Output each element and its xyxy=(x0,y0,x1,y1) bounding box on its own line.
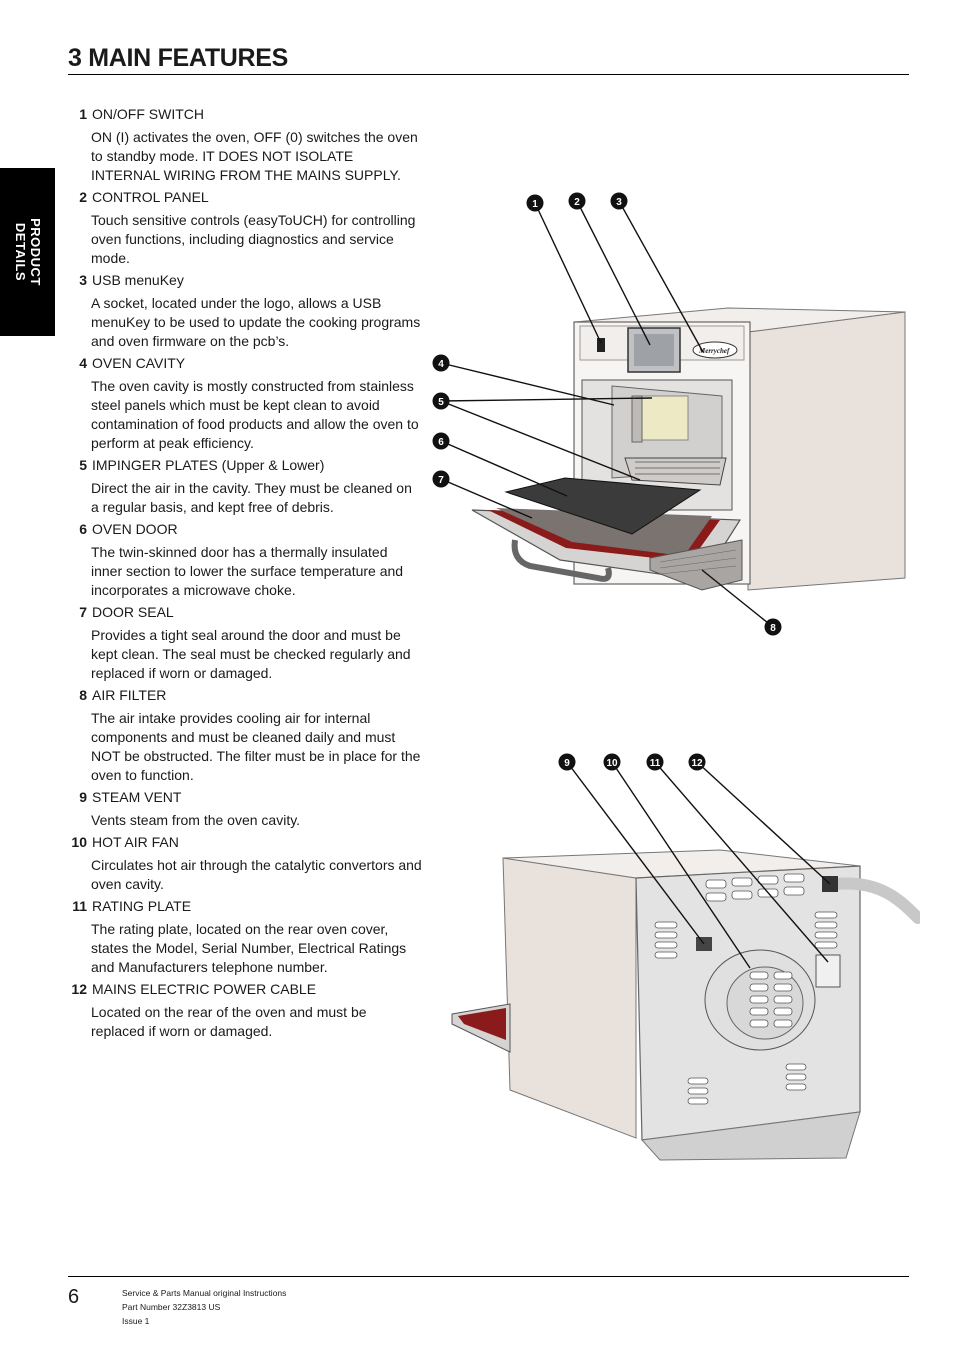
svg-text:5: 5 xyxy=(438,397,444,408)
feature-label: OVEN DOOR xyxy=(92,521,178,537)
callout-1: 1 xyxy=(526,194,544,212)
feature-number: 8 xyxy=(79,687,87,703)
feature-description: Touch sensitive controls (easyToUCH) for… xyxy=(91,212,416,266)
title-divider xyxy=(68,74,909,75)
on-off-switch-icon[interactable] xyxy=(597,338,605,352)
feature-label: DOOR SEAL xyxy=(92,604,174,620)
feature-item: 11 RATING PLATE The rating plate, located… xyxy=(66,897,422,977)
callout-5: 5 xyxy=(432,392,450,410)
rating-plate-icon xyxy=(815,954,841,988)
footer-divider xyxy=(68,1276,909,1277)
svg-text:3: 3 xyxy=(616,197,622,208)
feature-number: 3 xyxy=(79,272,87,288)
feature-label: HOT AIR FAN xyxy=(92,834,179,850)
feature-description: Located on the rear of the oven and must… xyxy=(91,1004,367,1039)
callout-7: 7 xyxy=(432,470,450,488)
page-title: 3 MAIN FEATURES xyxy=(68,44,289,72)
feature-description: A socket, located under the logo, allows… xyxy=(91,295,421,349)
feature-label: STEAM VENT xyxy=(92,789,182,805)
callout-8: 8 xyxy=(764,618,782,636)
svg-text:10: 10 xyxy=(606,758,618,769)
feature-label: IMPINGER PLATES (Upper & Lower) xyxy=(92,457,325,473)
svg-text:9: 9 xyxy=(564,758,570,769)
section-tab: PRODUCT DETAILS xyxy=(0,168,55,336)
svg-text:1: 1 xyxy=(532,199,538,210)
feature-label: MAINS ELECTRIC POWER CABLE xyxy=(92,981,317,997)
svg-text:7: 7 xyxy=(438,475,444,486)
callout-3: 3 xyxy=(610,192,628,210)
feature-label: ON/OFF SWITCH xyxy=(92,106,204,122)
section-tab-label: PRODUCT DETAILS xyxy=(12,218,43,286)
feature-number: 10 xyxy=(71,834,87,850)
power-cable-icon xyxy=(830,877,920,924)
feature-number: 2 xyxy=(79,189,87,205)
svg-text:4: 4 xyxy=(438,359,444,370)
feature-label: OVEN CAVITY xyxy=(92,355,186,371)
brand-logo-text: Merrychef xyxy=(698,347,730,355)
feature-item: 3 USB menuKey A socket, located under the… xyxy=(66,271,422,351)
feature-number: 5 xyxy=(79,457,87,473)
oven-front-illustration: Merrychef 1 2 3 4 5 6 7 8 xyxy=(432,192,906,636)
feature-item: 1 ON/OFF SWITCH ON (I) activates the oven… xyxy=(66,105,422,185)
feature-item: 5 IMPINGER PLATES (Upper & Lower) Direct … xyxy=(66,456,422,517)
callout-9: 9 xyxy=(558,753,576,771)
svg-text:12: 12 xyxy=(691,758,703,769)
feature-description: The air intake provides cooling air for … xyxy=(91,710,421,783)
feature-label: CONTROL PANEL xyxy=(92,189,209,205)
feature-number: 4 xyxy=(79,355,87,371)
feature-label: RATING PLATE xyxy=(92,898,192,914)
callout-10: 10 xyxy=(603,753,621,771)
svg-text:11: 11 xyxy=(650,758,661,769)
feature-description: Provides a tight seal around the door an… xyxy=(91,627,411,681)
feature-number: 6 xyxy=(79,521,87,537)
callout-12: 12 xyxy=(688,753,706,771)
feature-item: 7 DOOR SEAL Provides a tight seal around … xyxy=(66,603,422,683)
feature-description: The twin-skinned door has a thermally in… xyxy=(91,544,404,598)
callout-4: 4 xyxy=(432,354,450,372)
feature-item: 9 STEAM VENT Vents steam from the oven ca… xyxy=(66,788,422,830)
svg-text:2: 2 xyxy=(574,197,580,208)
feature-number: 7 xyxy=(79,604,87,620)
feature-number: 12 xyxy=(71,981,87,997)
callout-6: 6 xyxy=(432,432,450,450)
feature-description: Circulates hot air through the catalytic… xyxy=(91,857,422,892)
feature-label: USB menuKey xyxy=(92,272,184,288)
feature-item: 12 MAINS ELECTRIC POWER CABLE Located on … xyxy=(66,980,422,1041)
feature-label: AIR FILTER xyxy=(92,687,167,703)
feature-number: 1 xyxy=(79,106,87,122)
svg-text:6: 6 xyxy=(438,437,444,448)
feature-number: 9 xyxy=(79,789,87,805)
callout-2: 2 xyxy=(568,192,586,210)
feature-item: 8 AIR FILTER The air intake provides cool… xyxy=(66,686,422,785)
footer-info: Service & Parts Manual original Instruct… xyxy=(122,1286,286,1328)
feature-description: The rating plate, located on the rear ov… xyxy=(91,921,407,975)
page-number: 6 xyxy=(68,1286,80,1308)
footer-issue: Issue 1 xyxy=(122,1316,150,1326)
feature-item: 6 OVEN DOOR The twin-skinned door has a t… xyxy=(66,520,422,600)
feature-item: 10 HOT AIR FAN Circulates hot air through… xyxy=(66,833,422,894)
feature-description: Direct the air in the cavity. They must … xyxy=(91,480,412,515)
feature-description: Vents steam from the oven cavity. xyxy=(91,812,301,828)
feature-description: ON (I) activates the oven, OFF (0) switc… xyxy=(91,129,418,183)
feature-list: 1 ON/OFF SWITCH ON (I) activates the oven… xyxy=(66,102,422,1041)
feature-number: 11 xyxy=(72,898,87,914)
svg-text:8: 8 xyxy=(770,623,776,634)
oven-rear-illustration: 9 10 11 12 xyxy=(451,753,920,1161)
footer-part-number: Part Number 32Z3813 US xyxy=(122,1302,221,1312)
feature-description: The oven cavity is mostly constructed fr… xyxy=(91,378,419,451)
brand-logo xyxy=(692,341,738,359)
feature-item: 4 OVEN CAVITY The oven cavity is mostly c… xyxy=(66,354,422,453)
callout-11: 11 xyxy=(646,753,664,771)
feature-item: 2 CONTROL PANEL Touch sensitive controls … xyxy=(66,188,422,268)
footer-manual-title: Service & Parts Manual original Instruct… xyxy=(122,1288,287,1298)
